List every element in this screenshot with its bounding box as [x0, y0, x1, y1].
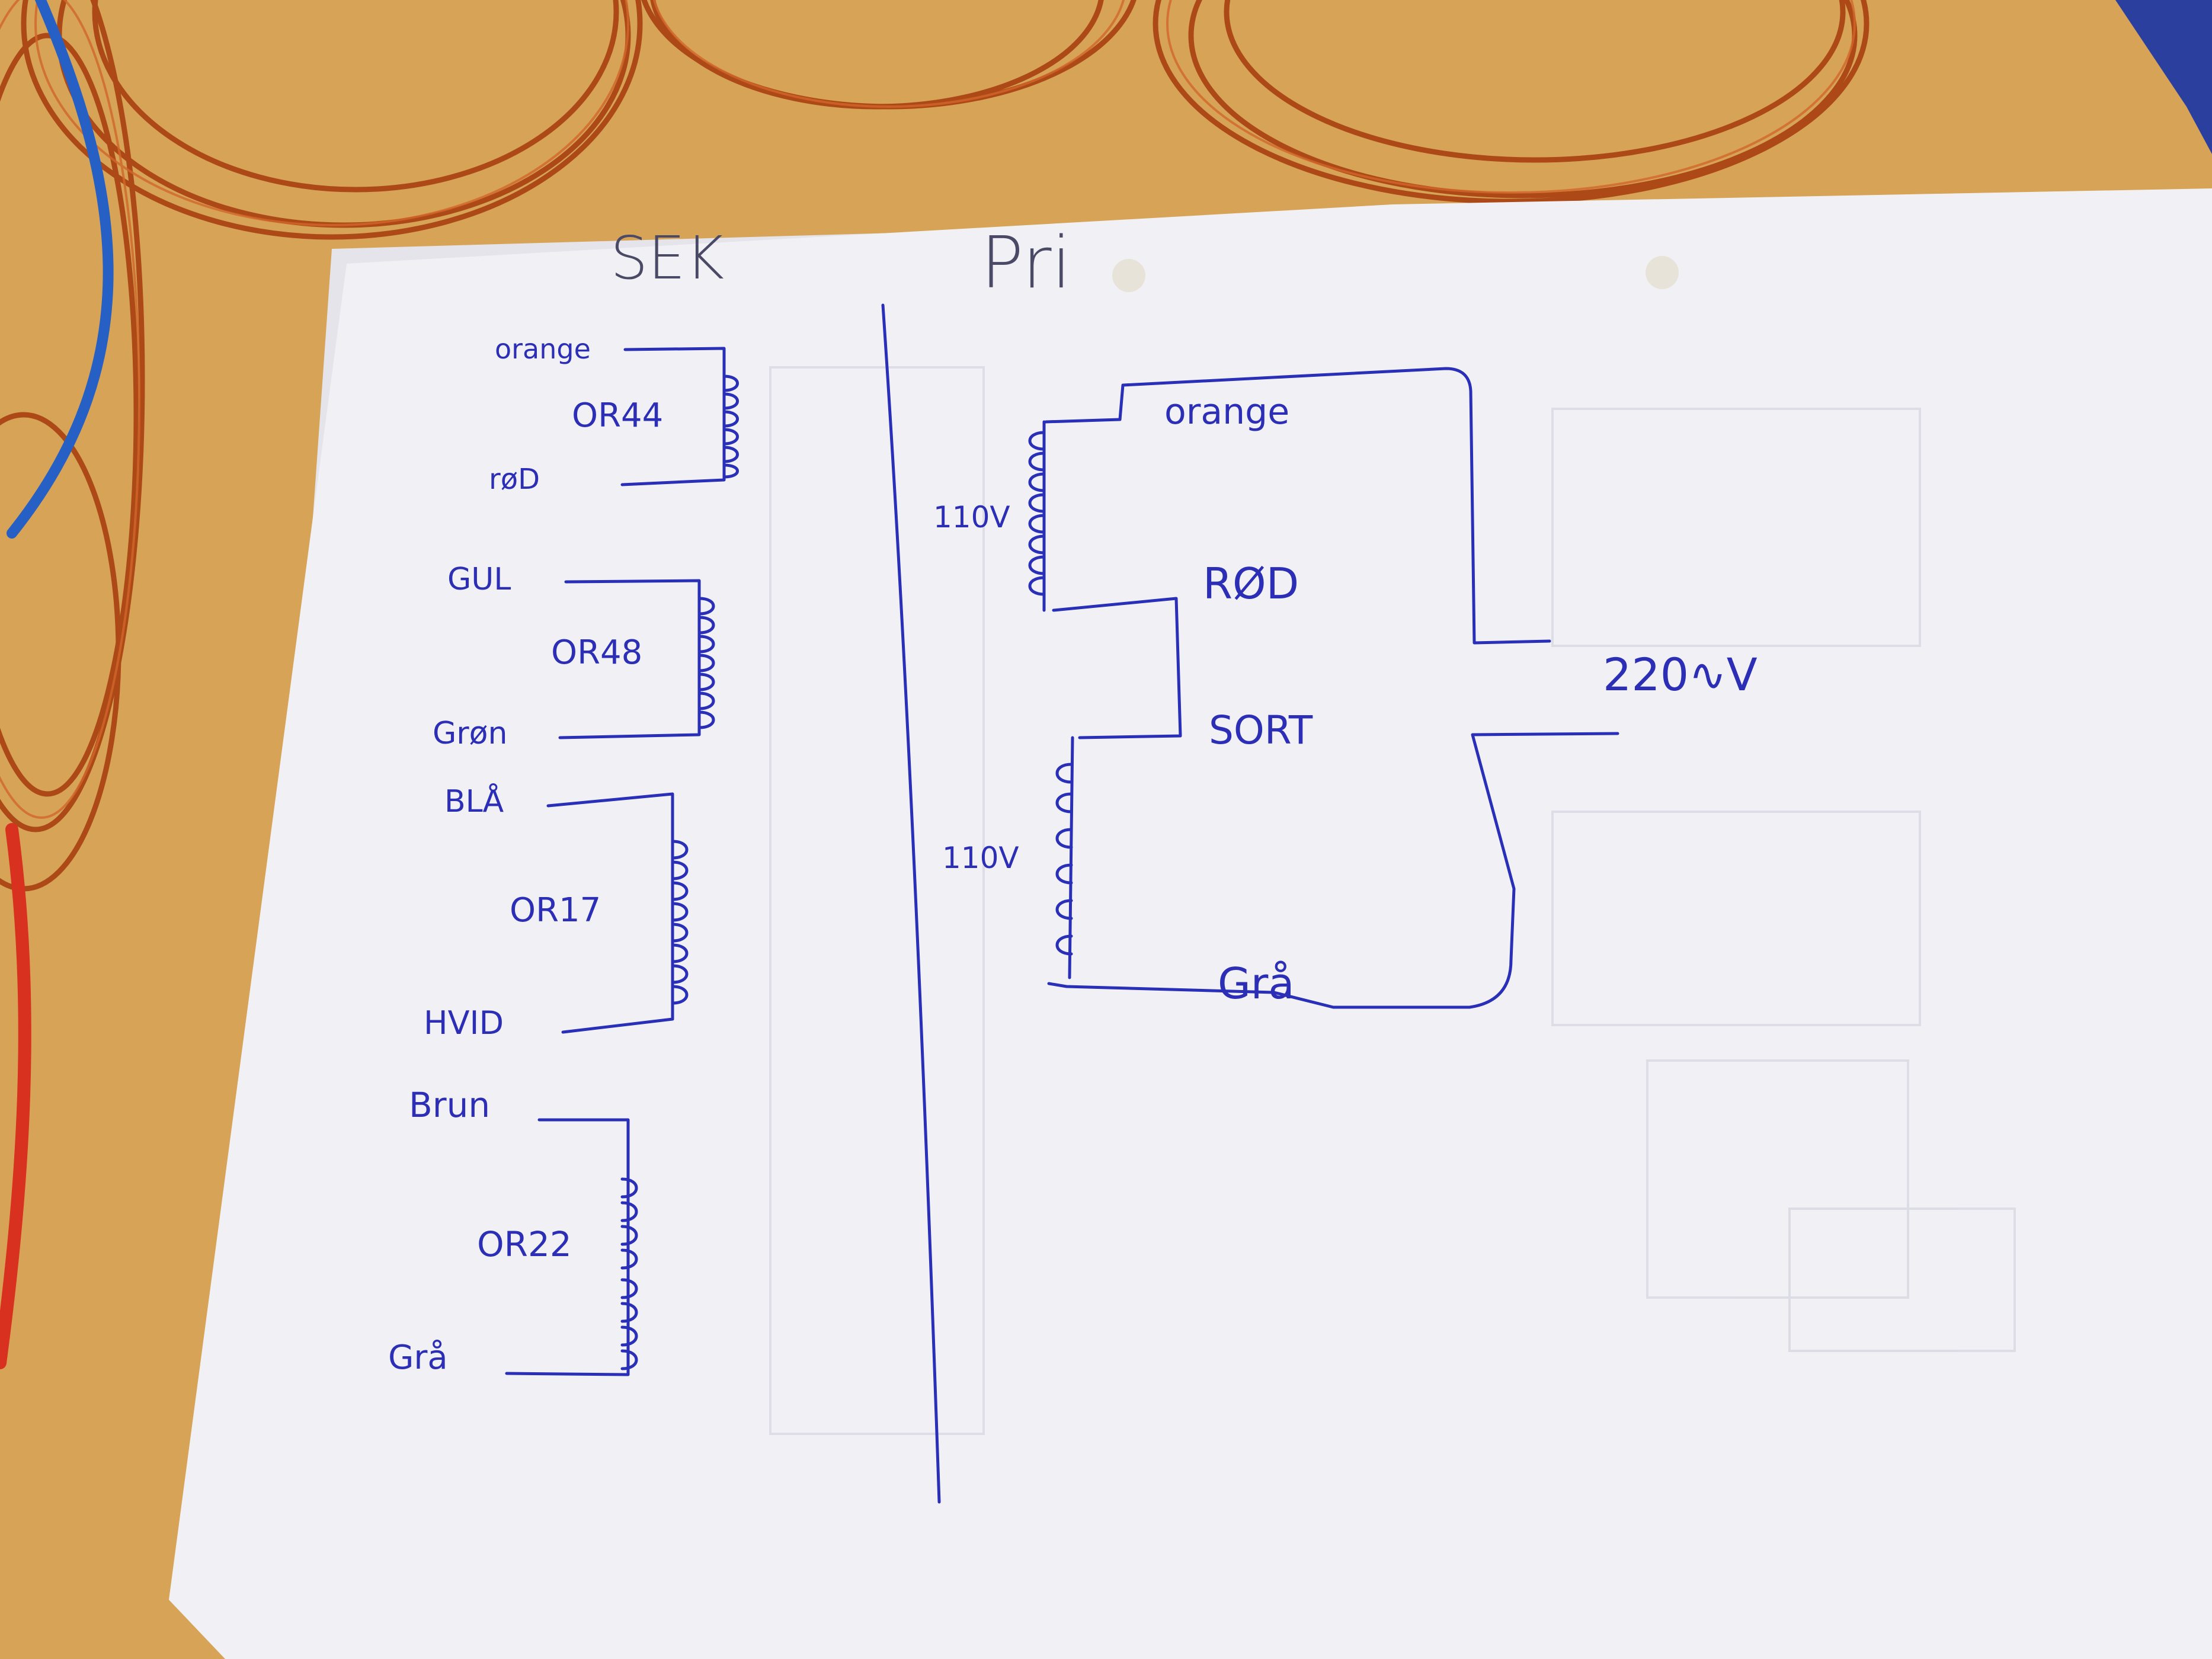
show-through-print — [769, 366, 2016, 1435]
winding-or44: orange OR44 røD — [489, 333, 739, 496]
lower-coil-voltage: 110V — [942, 841, 1019, 875]
wire-label-orange: orange — [495, 333, 591, 365]
primary-wire-red: RØD — [1203, 559, 1299, 608]
wire-label-brown: Brun — [409, 1085, 490, 1125]
winding-or48: GUL OR48 Grøn — [433, 562, 715, 751]
punch-hole — [1646, 256, 1679, 289]
wire-label-white: HVID — [424, 1004, 504, 1042]
copper-coils — [0, 0, 1870, 1369]
primary-circuit: orange RØD SORT Grå 110V 110V 220∿V — [933, 367, 1758, 1009]
secondary-heading: SEK — [610, 223, 724, 293]
winding-or17: BLÅ OR17 HVID — [424, 783, 689, 1042]
paper-sheet — [169, 188, 2212, 1659]
primary-wire-orange: orange — [1164, 391, 1289, 433]
winding-name: OR17 — [510, 891, 601, 930]
wire-label-green: Grøn — [433, 716, 507, 751]
blue-object — [2115, 0, 2212, 154]
primary-wire-black: SORT — [1209, 707, 1313, 753]
upper-coil-voltage: 110V — [933, 500, 1010, 534]
punch-hole — [1112, 259, 1145, 292]
wire-label-yellow: GUL — [447, 562, 511, 597]
winding-name: OR48 — [551, 633, 642, 672]
wire-label-red: røD — [489, 463, 540, 496]
winding-name: OR44 — [572, 396, 663, 435]
mains-voltage-label: 220∿V — [1603, 648, 1758, 701]
wire-label-blue: BLÅ — [444, 783, 504, 819]
primary-heading: Pri — [981, 222, 1071, 305]
divider-line — [881, 303, 941, 1504]
winding-or22: Brun OR22 Grå — [388, 1085, 638, 1377]
primary-wire-grey: Grå — [1218, 959, 1295, 1008]
wire-label-grey: Grå — [388, 1338, 448, 1377]
winding-name: OR22 — [477, 1224, 572, 1264]
